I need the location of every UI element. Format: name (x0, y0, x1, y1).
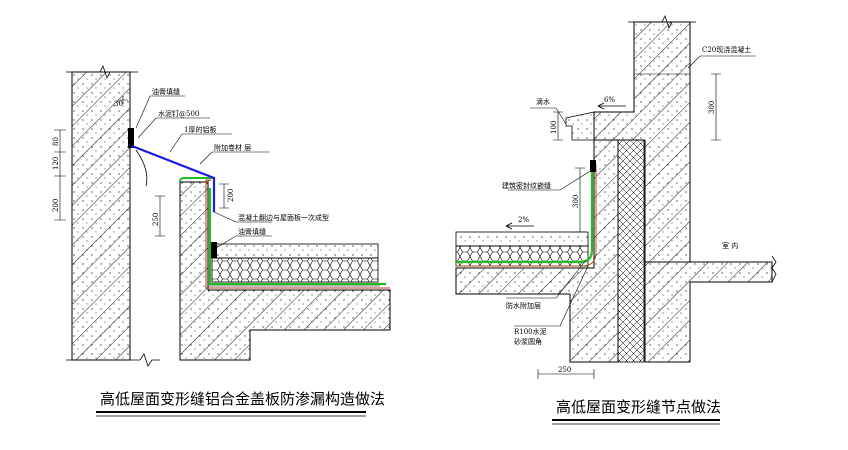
left-dim-200: 200 (52, 199, 60, 212)
label-slope-2: 2% (518, 216, 529, 224)
left-title: 高低屋面变形缝铝合金盖板防渗漏构造做法 (100, 390, 385, 408)
right-membrane (456, 168, 594, 264)
left-detail: 80 120 200 250 200 30 油膏填缝 水泥钉@500 1厚的铝板… (52, 64, 391, 417)
label-curb-note: 混凝土翻边与屋面板一次成型 (238, 213, 329, 222)
label-sealant-top: 油膏填缝 (152, 87, 180, 96)
label-indoor: 室 内 (722, 241, 738, 250)
left-insulation-layer (211, 257, 379, 283)
label-seal-strip: 建筑密封纹嵌缝 (502, 181, 551, 190)
left-sealant-top (128, 128, 134, 148)
right-dim-100: 100 (550, 121, 558, 134)
label-c20-concrete: C20现浇混凝土 (702, 45, 751, 54)
left-screed-layer (211, 243, 379, 259)
right-dim-250: 250 (558, 366, 571, 374)
right-drip-ledge (565, 111, 595, 141)
label-plate: 1厚的铝板 (184, 125, 216, 134)
left-dim-30: 30 (114, 100, 123, 108)
label-sealant-bottom: 油膏填缝 (238, 227, 266, 236)
left-sealant-bottom (211, 242, 217, 258)
right-screed-layer (455, 231, 589, 247)
label-nail: 水泥钉@500 (158, 109, 199, 118)
right-joint-filler (617, 139, 645, 363)
right-dim-300-mid: 300 (572, 195, 580, 208)
right-detail: 300 100 300 250 C20现浇混凝土 滴水 6% 2% 建筑密封纹嵌… (455, 14, 777, 425)
right-title: 高低屋面变形缝节点做法 (556, 398, 721, 416)
left-aluminium-plate (131, 144, 216, 212)
label-drip: 滴水 (536, 97, 550, 106)
label-extra-membrane: 附加卷材 层 (214, 143, 251, 152)
left-dim-250: 250 (152, 213, 160, 226)
label-fillet-2: 砂浆圆角 (514, 337, 542, 346)
label-slope-6: 6% (604, 96, 615, 104)
label-waterproof-layer: 防水附加层 (506, 301, 541, 310)
left-dim-200b: 200 (227, 189, 235, 202)
left-dim-120: 120 (52, 157, 60, 170)
right-dim-300-top: 300 (708, 101, 716, 114)
label-fillet-1: R100水泥 (514, 327, 547, 336)
left-dim-80: 80 (52, 137, 60, 146)
left-membrane (208, 188, 386, 286)
